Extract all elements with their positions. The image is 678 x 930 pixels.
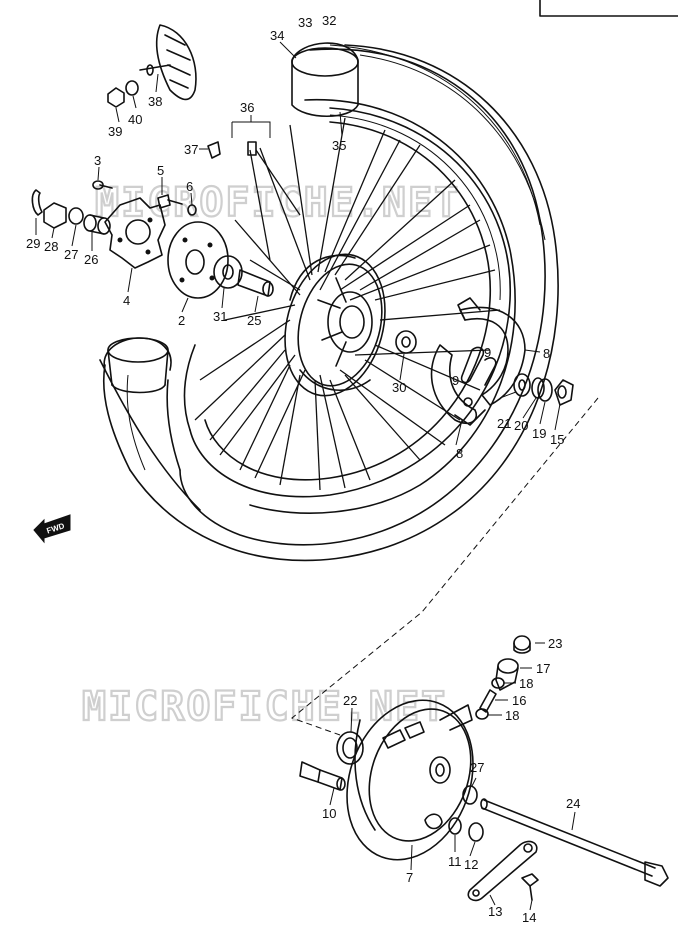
part-2-plate: [167, 221, 229, 299]
label-part-22: 22: [343, 693, 357, 708]
label-part-6: 6: [186, 179, 193, 194]
part-40-washer: [125, 80, 139, 96]
part-18-o-ring-b: [475, 708, 489, 720]
label-part-25: 25: [247, 313, 261, 328]
forward-direction-arrow: FWD: [33, 514, 71, 544]
label-part-12: 12: [464, 857, 478, 872]
label-part-29: 29: [26, 236, 40, 251]
part-24-axle: [480, 798, 669, 887]
label-part-28: 28: [44, 239, 58, 254]
tire: [99, 42, 559, 562]
rim: [183, 107, 511, 498]
label-part-38: 38: [148, 94, 162, 109]
part-37-nipple: [207, 141, 221, 159]
watermark-bottom: MICROFICHE.NET: [82, 684, 447, 730]
part-14-bolt: [521, 873, 539, 901]
label-part-19: 19: [532, 426, 546, 441]
spokes: [194, 117, 501, 491]
leader-lines: [35, 41, 576, 911]
part-27-washer: [68, 207, 84, 225]
part-7-brake-panel: [346, 699, 474, 861]
label-part-24: 24: [566, 796, 580, 811]
part-10-fitting: [299, 761, 346, 791]
part-21-bearing: [513, 373, 531, 397]
part-11-circlip: [448, 817, 462, 835]
part-27-washer-lower: [462, 785, 478, 805]
label-part-36: 36: [240, 100, 254, 115]
label-part-15: 15: [550, 432, 564, 447]
label-part-9-upper: 9: [484, 345, 491, 360]
part-19-seal: [537, 378, 553, 402]
label-part-8-lower: 8: [456, 446, 463, 461]
part-30-spacer: [395, 330, 417, 354]
label-part-11: 11: [448, 854, 462, 869]
corner-frame: [539, 0, 678, 17]
part-22-seal: [336, 731, 364, 765]
part-12-washer: [468, 822, 484, 842]
label-part-2: 2: [178, 313, 185, 328]
label-part-9-lower: 9: [452, 373, 459, 388]
assembly-dashed-line: [290, 397, 599, 736]
label-part-39: 39: [108, 124, 122, 139]
label-part-16: 16: [512, 693, 526, 708]
label-part-8-right: 8: [543, 346, 550, 361]
watermark-top: MICROFICHE.NET: [95, 180, 460, 226]
part-15-nut: [554, 379, 574, 406]
part-25-spacer: [237, 269, 274, 297]
part-16-cam: [479, 689, 497, 713]
part-20-spacer: [531, 377, 545, 399]
part-28-castle-nut: [43, 202, 67, 229]
part-38-cover: [139, 24, 197, 101]
part-17-lever: [495, 658, 519, 691]
label-part-7: 7: [406, 870, 413, 885]
label-part-27-lower: 27: [470, 760, 484, 775]
part-8-brake-shoes: [430, 297, 526, 426]
label-part-20: 20: [514, 418, 528, 433]
part-31-gear: [213, 255, 243, 289]
label-part-35: 35: [332, 138, 346, 153]
label-part-21: 21: [497, 416, 511, 431]
label-part-5: 5: [157, 163, 164, 178]
part-23-cap: [513, 635, 531, 654]
label-part-18-lower: 18: [505, 708, 519, 723]
label-part-10: 10: [322, 806, 336, 821]
label-part-32: 32: [322, 13, 336, 28]
part-3-bolt: [92, 180, 113, 190]
label-part-14: 14: [522, 910, 536, 925]
part-29-cotter-pin: [31, 189, 43, 216]
part-39-nut: [107, 87, 125, 108]
label-part-17: 17: [536, 661, 550, 676]
label-part-23: 23: [548, 636, 562, 651]
part-26-spacer: [83, 214, 111, 235]
label-part-26: 26: [84, 252, 98, 267]
part-4-retainer: [104, 197, 166, 269]
part-36-spoke-set: [231, 115, 301, 261]
label-part-33: 33: [298, 15, 312, 30]
label-part-18-upper: 18: [519, 676, 533, 691]
label-part-27-upper: 27: [64, 247, 78, 262]
label-part-3: 3: [94, 153, 101, 168]
label-part-30: 30: [392, 380, 406, 395]
label-part-13: 13: [488, 904, 502, 919]
hub: [284, 253, 386, 397]
label-part-37: 37: [184, 142, 198, 157]
part-13-arm: [467, 840, 538, 902]
label-part-40: 40: [128, 112, 142, 127]
label-part-34: 34: [270, 28, 284, 43]
label-part-31: 31: [213, 309, 227, 324]
label-part-4: 4: [123, 293, 130, 308]
